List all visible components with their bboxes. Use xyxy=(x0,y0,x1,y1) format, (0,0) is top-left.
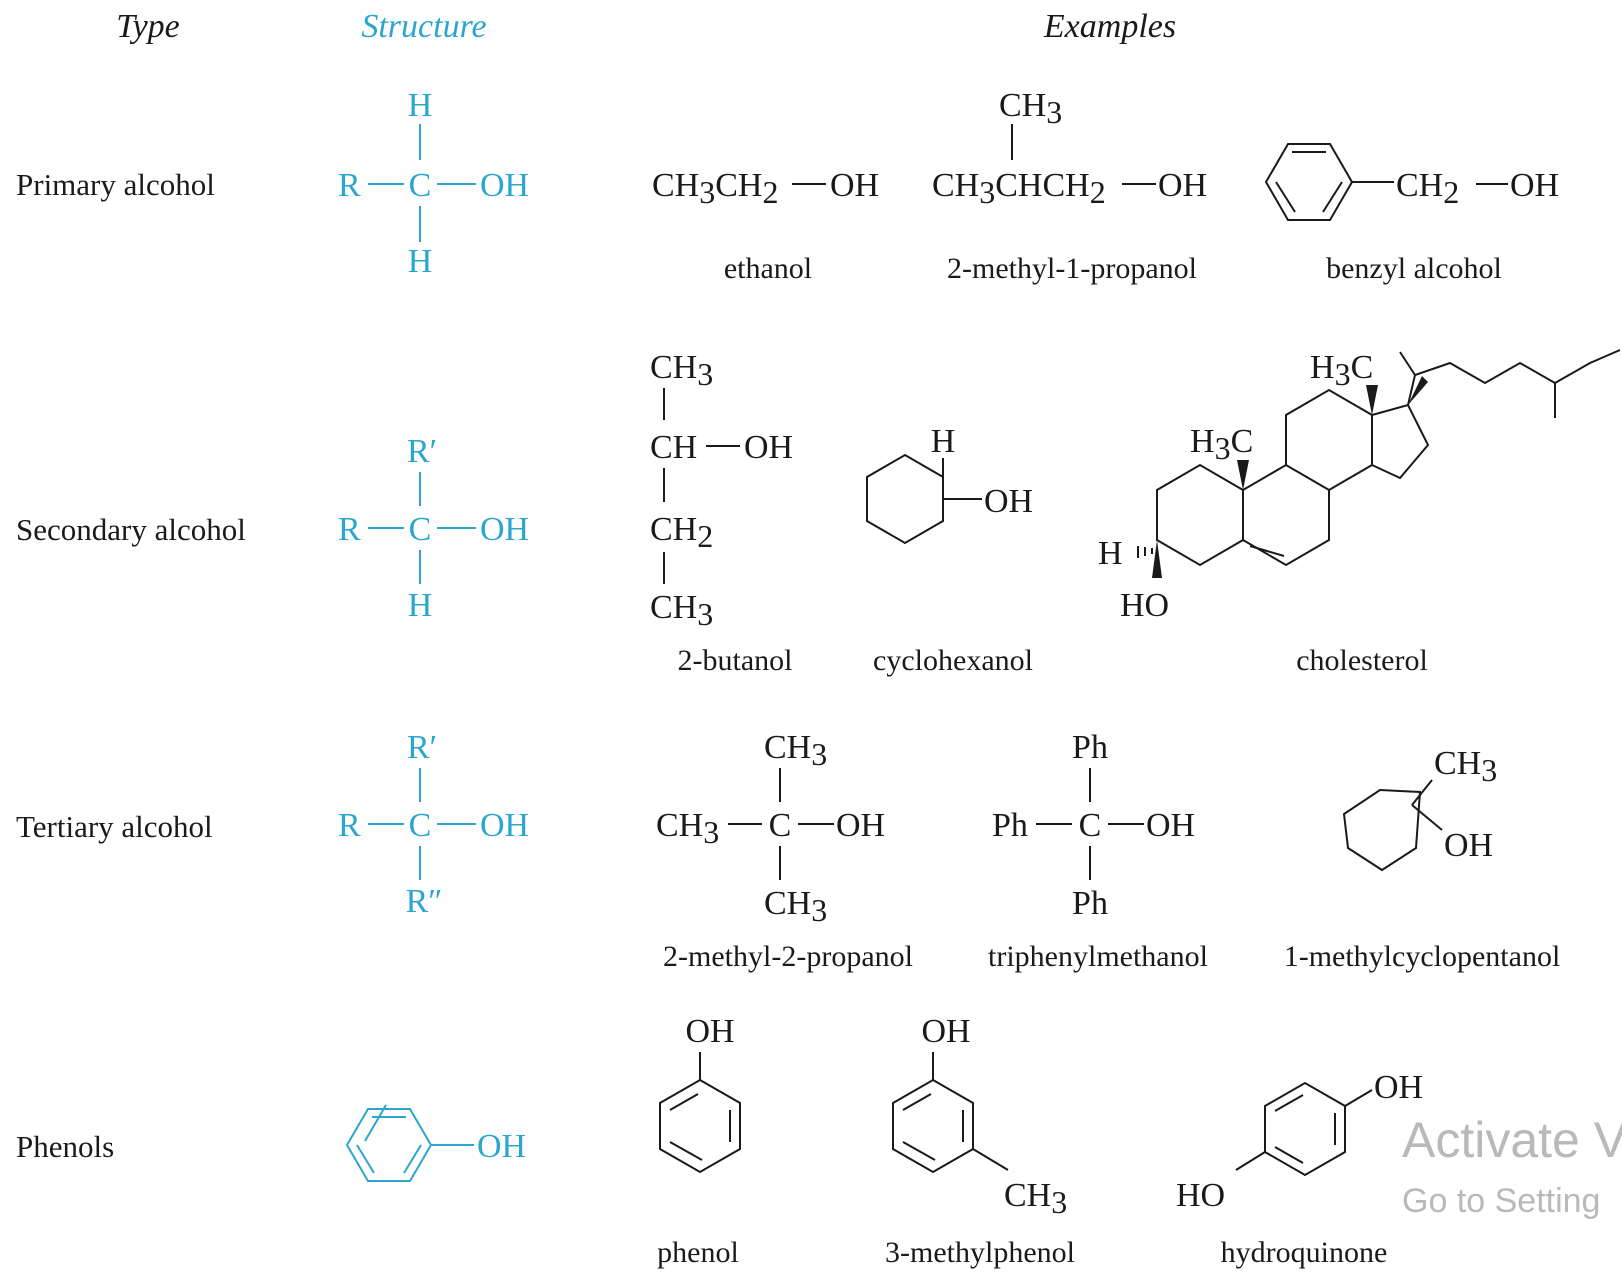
atom-h3c-mid: H3C xyxy=(1190,423,1253,466)
example-hydroquinone: OH HO hydroquinone xyxy=(1176,1069,1423,1269)
watermark-activate: Activate V xyxy=(1402,1112,1622,1168)
example-2-butanol: CH3 CH OH CH2 CH3 2-butanol xyxy=(650,349,793,677)
atom-oh: OH xyxy=(480,807,529,844)
atom-bottom: H xyxy=(408,587,433,624)
atom-h3c-top: H3C xyxy=(1310,349,1373,392)
benzene-ring-shape xyxy=(659,1078,741,1174)
cyclopentane-ring-shape xyxy=(1342,788,1422,872)
tertiary-structure: R′ R C OH R″ xyxy=(338,729,529,920)
ethanol-formula: CH3CH2 xyxy=(652,167,778,210)
benzyl-oh: OH xyxy=(1510,167,1559,204)
atom-top: R′ xyxy=(407,433,437,470)
atom-c: C xyxy=(409,167,432,204)
hydroquinone-name: hydroquinone xyxy=(1221,1236,1388,1269)
cyclohexane-ring-shape xyxy=(866,453,944,545)
atom-ch3-left: CH3 xyxy=(656,807,719,850)
example-triphenylmethanol: Ph Ph C OH Ph triphenylmethanol xyxy=(988,729,1208,973)
example-benzyl-alcohol: CH2 OH benzyl alcohol xyxy=(1264,143,1559,285)
atom-oh: OH xyxy=(480,167,529,204)
atom-h-hashed: H xyxy=(1098,535,1123,572)
atom-c: C xyxy=(409,807,432,844)
atom-ch3-bottom: CH3 xyxy=(764,885,827,928)
atom-h: H xyxy=(931,423,956,460)
atom-oh: OH xyxy=(477,1128,526,1165)
benzene-ring-shape xyxy=(1264,1081,1346,1177)
cyclohexanol-name: cyclohexanol xyxy=(873,644,1033,677)
atom-ch3: CH3 xyxy=(1004,1177,1067,1220)
atom-oh: OH xyxy=(480,511,529,548)
atom-ch3-top: CH3 xyxy=(650,349,713,392)
phenol-name: phenol xyxy=(657,1236,739,1269)
atom-bottom: H xyxy=(408,243,433,280)
atom-ch: CH xyxy=(650,429,697,466)
atom-r: R xyxy=(338,807,361,844)
header-structure: Structure xyxy=(361,8,486,45)
atom-oh: OH xyxy=(836,807,885,844)
header-type: Type xyxy=(116,8,180,45)
benzene-ring-shape xyxy=(364,1104,387,1142)
example-2-methyl-1-propanol: CH3 CH3CHCH2 OH 2-methyl-1-propanol xyxy=(932,87,1207,285)
benzene-ring-shape xyxy=(892,1078,974,1174)
triphenylmethanol-name: triphenylmethanol xyxy=(988,940,1208,973)
example-ethanol: CH3CH2 OH ethanol xyxy=(652,167,879,285)
header-examples: Examples xyxy=(1043,8,1176,45)
atom-c: C xyxy=(409,511,432,548)
secondary-structure: R′ R C OH H xyxy=(338,433,529,624)
atom-r: R xyxy=(338,511,361,548)
atom-oh: OH xyxy=(1444,827,1493,864)
chain-oh: OH xyxy=(1158,167,1207,204)
example-2-methyl-2-propanol: CH3 CH3 C OH CH3 2-methyl-2-propanol xyxy=(656,729,913,973)
atom-ph-left: Ph xyxy=(992,807,1028,844)
primary-structure: H R C OH H xyxy=(338,87,529,280)
atom-oh: OH xyxy=(1146,807,1195,844)
atom-oh: OH xyxy=(1374,1069,1423,1106)
atom-ch3-bottom: CH3 xyxy=(650,589,713,632)
atom-ph-bottom: Ph xyxy=(1072,885,1108,922)
atom-r: R xyxy=(338,167,361,204)
atom-top: H xyxy=(408,87,433,124)
atom-ch3: CH3 xyxy=(1434,745,1497,788)
phenol-structure: OH xyxy=(345,1104,526,1182)
butanol-name: 2-butanol xyxy=(678,644,793,677)
label-tertiary-alcohol: Tertiary alcohol xyxy=(16,809,213,844)
atom-ho: HO xyxy=(1176,1177,1225,1214)
atom-bottom: R″ xyxy=(406,883,443,920)
chain-formula: CH3CHCH2 xyxy=(932,167,1106,210)
atom-ch2: CH2 xyxy=(650,511,713,554)
atom-ch3-top: CH3 xyxy=(764,729,827,772)
benzene-ring-shape xyxy=(345,1108,433,1182)
atom-ph-top: Ph xyxy=(1072,729,1108,766)
branch-ch3: CH3 xyxy=(999,87,1062,130)
atom-top: R′ xyxy=(407,729,437,766)
example-3-methylphenol: OH CH3 3-methylphenol xyxy=(885,1013,1075,1269)
atom-ho: HO xyxy=(1120,587,1169,624)
propanol-tert-name: 2-methyl-2-propanol xyxy=(663,940,913,973)
methylphenol-name: 3-methylphenol xyxy=(885,1236,1075,1269)
methylcyclopentanol-name: 1-methylcyclopentanol xyxy=(1284,940,1561,973)
example-cholesterol: H3C H3C H HO cholesterol xyxy=(1098,349,1621,677)
ethanol-name: ethanol xyxy=(724,252,812,285)
example-1-methylcyclopentanol: CH3 OH 1-methylcyclopentanol xyxy=(1284,745,1561,973)
benzyl-formula: CH2 xyxy=(1396,167,1459,210)
cholesterol-name: cholesterol xyxy=(1296,644,1428,677)
benzyl-name: benzyl alcohol xyxy=(1326,252,1502,285)
benzene-ring-shape xyxy=(1264,143,1354,221)
example-cyclohexanol: H OH cyclohexanol xyxy=(866,423,1033,677)
example-phenol: OH phenol xyxy=(657,1013,741,1269)
label-secondary-alcohol: Secondary alcohol xyxy=(16,512,246,547)
atom-c: C xyxy=(769,807,792,844)
ethanol-oh: OH xyxy=(830,167,879,204)
watermark-settings: Go to Setting xyxy=(1402,1182,1600,1220)
atom-oh: OH xyxy=(921,1013,970,1050)
atom-oh: OH xyxy=(744,429,793,466)
atom-oh: OH xyxy=(685,1013,734,1050)
atom-c: C xyxy=(1079,807,1102,844)
atom-oh: OH xyxy=(984,483,1033,520)
label-primary-alcohol: Primary alcohol xyxy=(16,167,215,202)
propanol-name: 2-methyl-1-propanol xyxy=(947,252,1197,285)
label-phenols: Phenols xyxy=(16,1129,114,1164)
